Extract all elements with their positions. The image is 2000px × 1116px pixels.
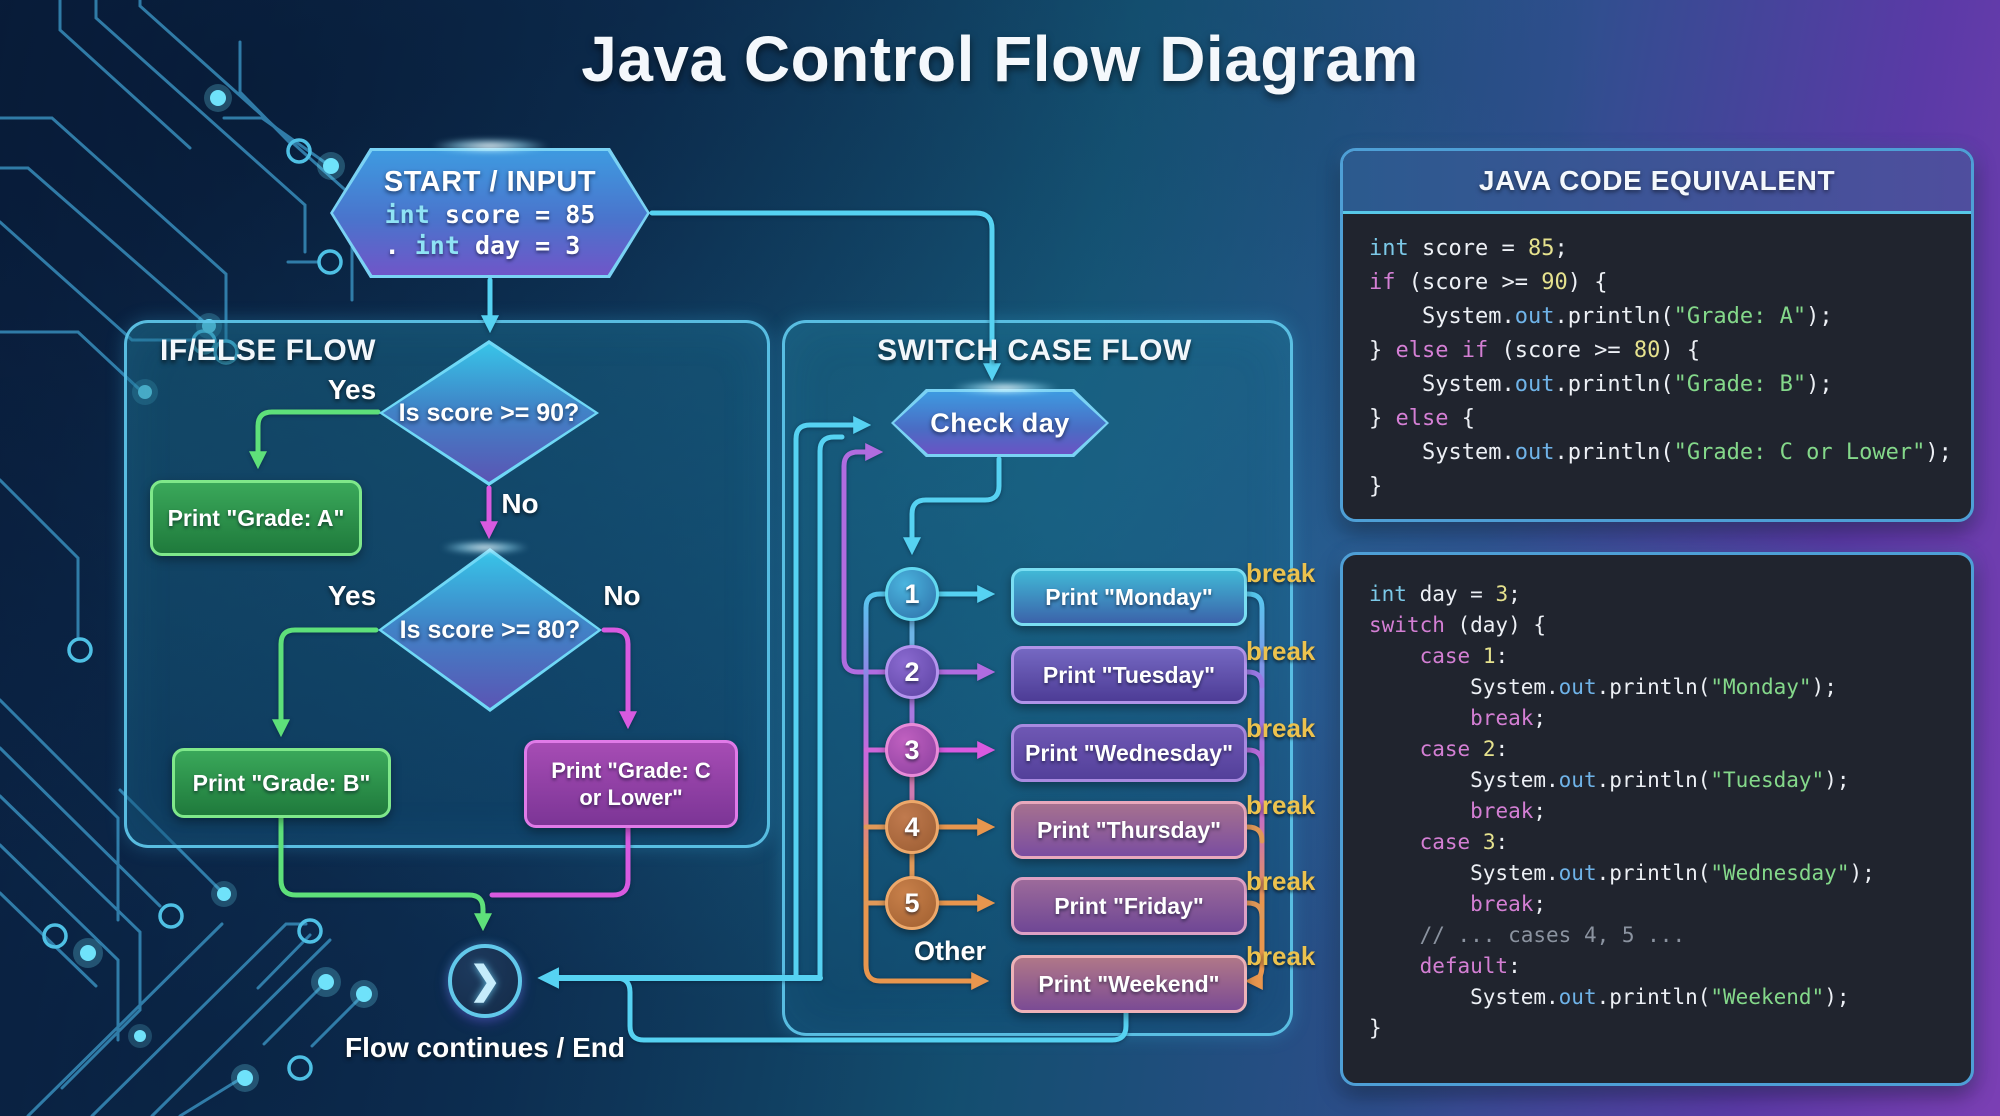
break-label-2: break	[1246, 636, 1316, 666]
glint-start	[430, 138, 550, 154]
break-label-5: break	[1246, 866, 1316, 896]
print-grade-a-box: Print "Grade: A"	[150, 480, 362, 556]
case-circle-2: 2	[885, 645, 939, 699]
yes-label-1: Yes	[327, 374, 377, 405]
start-node-title: START / INPUT	[383, 165, 597, 198]
code-block-switch: int day = 3;switch (day) { case 1: Syste…	[1369, 582, 1875, 1040]
code-panel-if-else: JAVA CODE EQUIVALENT int score = 85;if (…	[1340, 148, 1974, 522]
end-node: ❯	[448, 944, 522, 1018]
check-day-node: Check day	[891, 389, 1109, 457]
no-label-2: No	[603, 580, 641, 611]
case-circle-3: 3	[885, 723, 939, 777]
print-tuesday-box: Print "Tuesday"	[1011, 646, 1247, 704]
break-label-6: break	[1246, 941, 1316, 971]
print-thursday-box: Print "Thursday"	[1011, 801, 1247, 859]
break-label-1: break	[1246, 558, 1316, 588]
start-node-code: int score = 85. int day = 3	[384, 199, 596, 260]
no-label-1: No	[501, 488, 539, 519]
chevron-right-icon: ❯	[469, 960, 501, 1002]
case-circle-4: 4	[885, 800, 939, 854]
case-circle-1: 1	[885, 567, 939, 621]
code-panel-header-title: JAVA CODE EQUIVALENT	[1478, 165, 1836, 196]
page-title: Java Control Flow Diagram	[581, 23, 1419, 95]
case-circle-5: 5	[885, 876, 939, 930]
print-monday-box: Print "Monday"	[1011, 568, 1247, 626]
glint-diamond2	[440, 541, 530, 554]
print-friday-box: Print "Friday"	[1011, 877, 1247, 935]
print-wednesday-box: Print "Wednesday"	[1011, 724, 1247, 782]
decision-score-80: Is score >= 80?	[378, 548, 602, 712]
switch-panel-title: SWITCH CASE FLOW	[877, 334, 1192, 367]
end-label: Flow continues / End	[345, 1032, 625, 1063]
check-day-label: Check day	[930, 407, 1070, 438]
glint-check-day	[950, 381, 1060, 395]
start-node-fill	[333, 151, 647, 275]
code-panel-header: JAVA CODE EQUIVALENT	[1343, 151, 1971, 214]
break-label-4: break	[1246, 790, 1316, 820]
print-weekend-box: Print "Weekend"	[1011, 955, 1247, 1013]
print-grade-c-box: Print "Grade: C or Lower"	[524, 740, 738, 828]
code-block-if-else: int score = 85;if (score >= 90) { System…	[1369, 236, 1952, 499]
other-label: Other	[913, 936, 986, 966]
yes-label-2: Yes	[327, 580, 377, 611]
decision-score-90: Is score >= 90?	[379, 340, 599, 486]
code-panel-switch: int day = 3;switch (day) { case 1: Syste…	[1340, 552, 1974, 1086]
start-node: START / INPUT int score = 85. int day = …	[330, 148, 650, 278]
break-label-3: break	[1246, 713, 1316, 743]
decision-score-80-label: Is score >= 80?	[399, 615, 581, 644]
if-else-panel-title: IF/ELSE FLOW	[160, 334, 376, 367]
print-grade-b-box: Print "Grade: B"	[172, 748, 391, 818]
decision-score-90-label: Is score >= 90?	[398, 398, 580, 427]
